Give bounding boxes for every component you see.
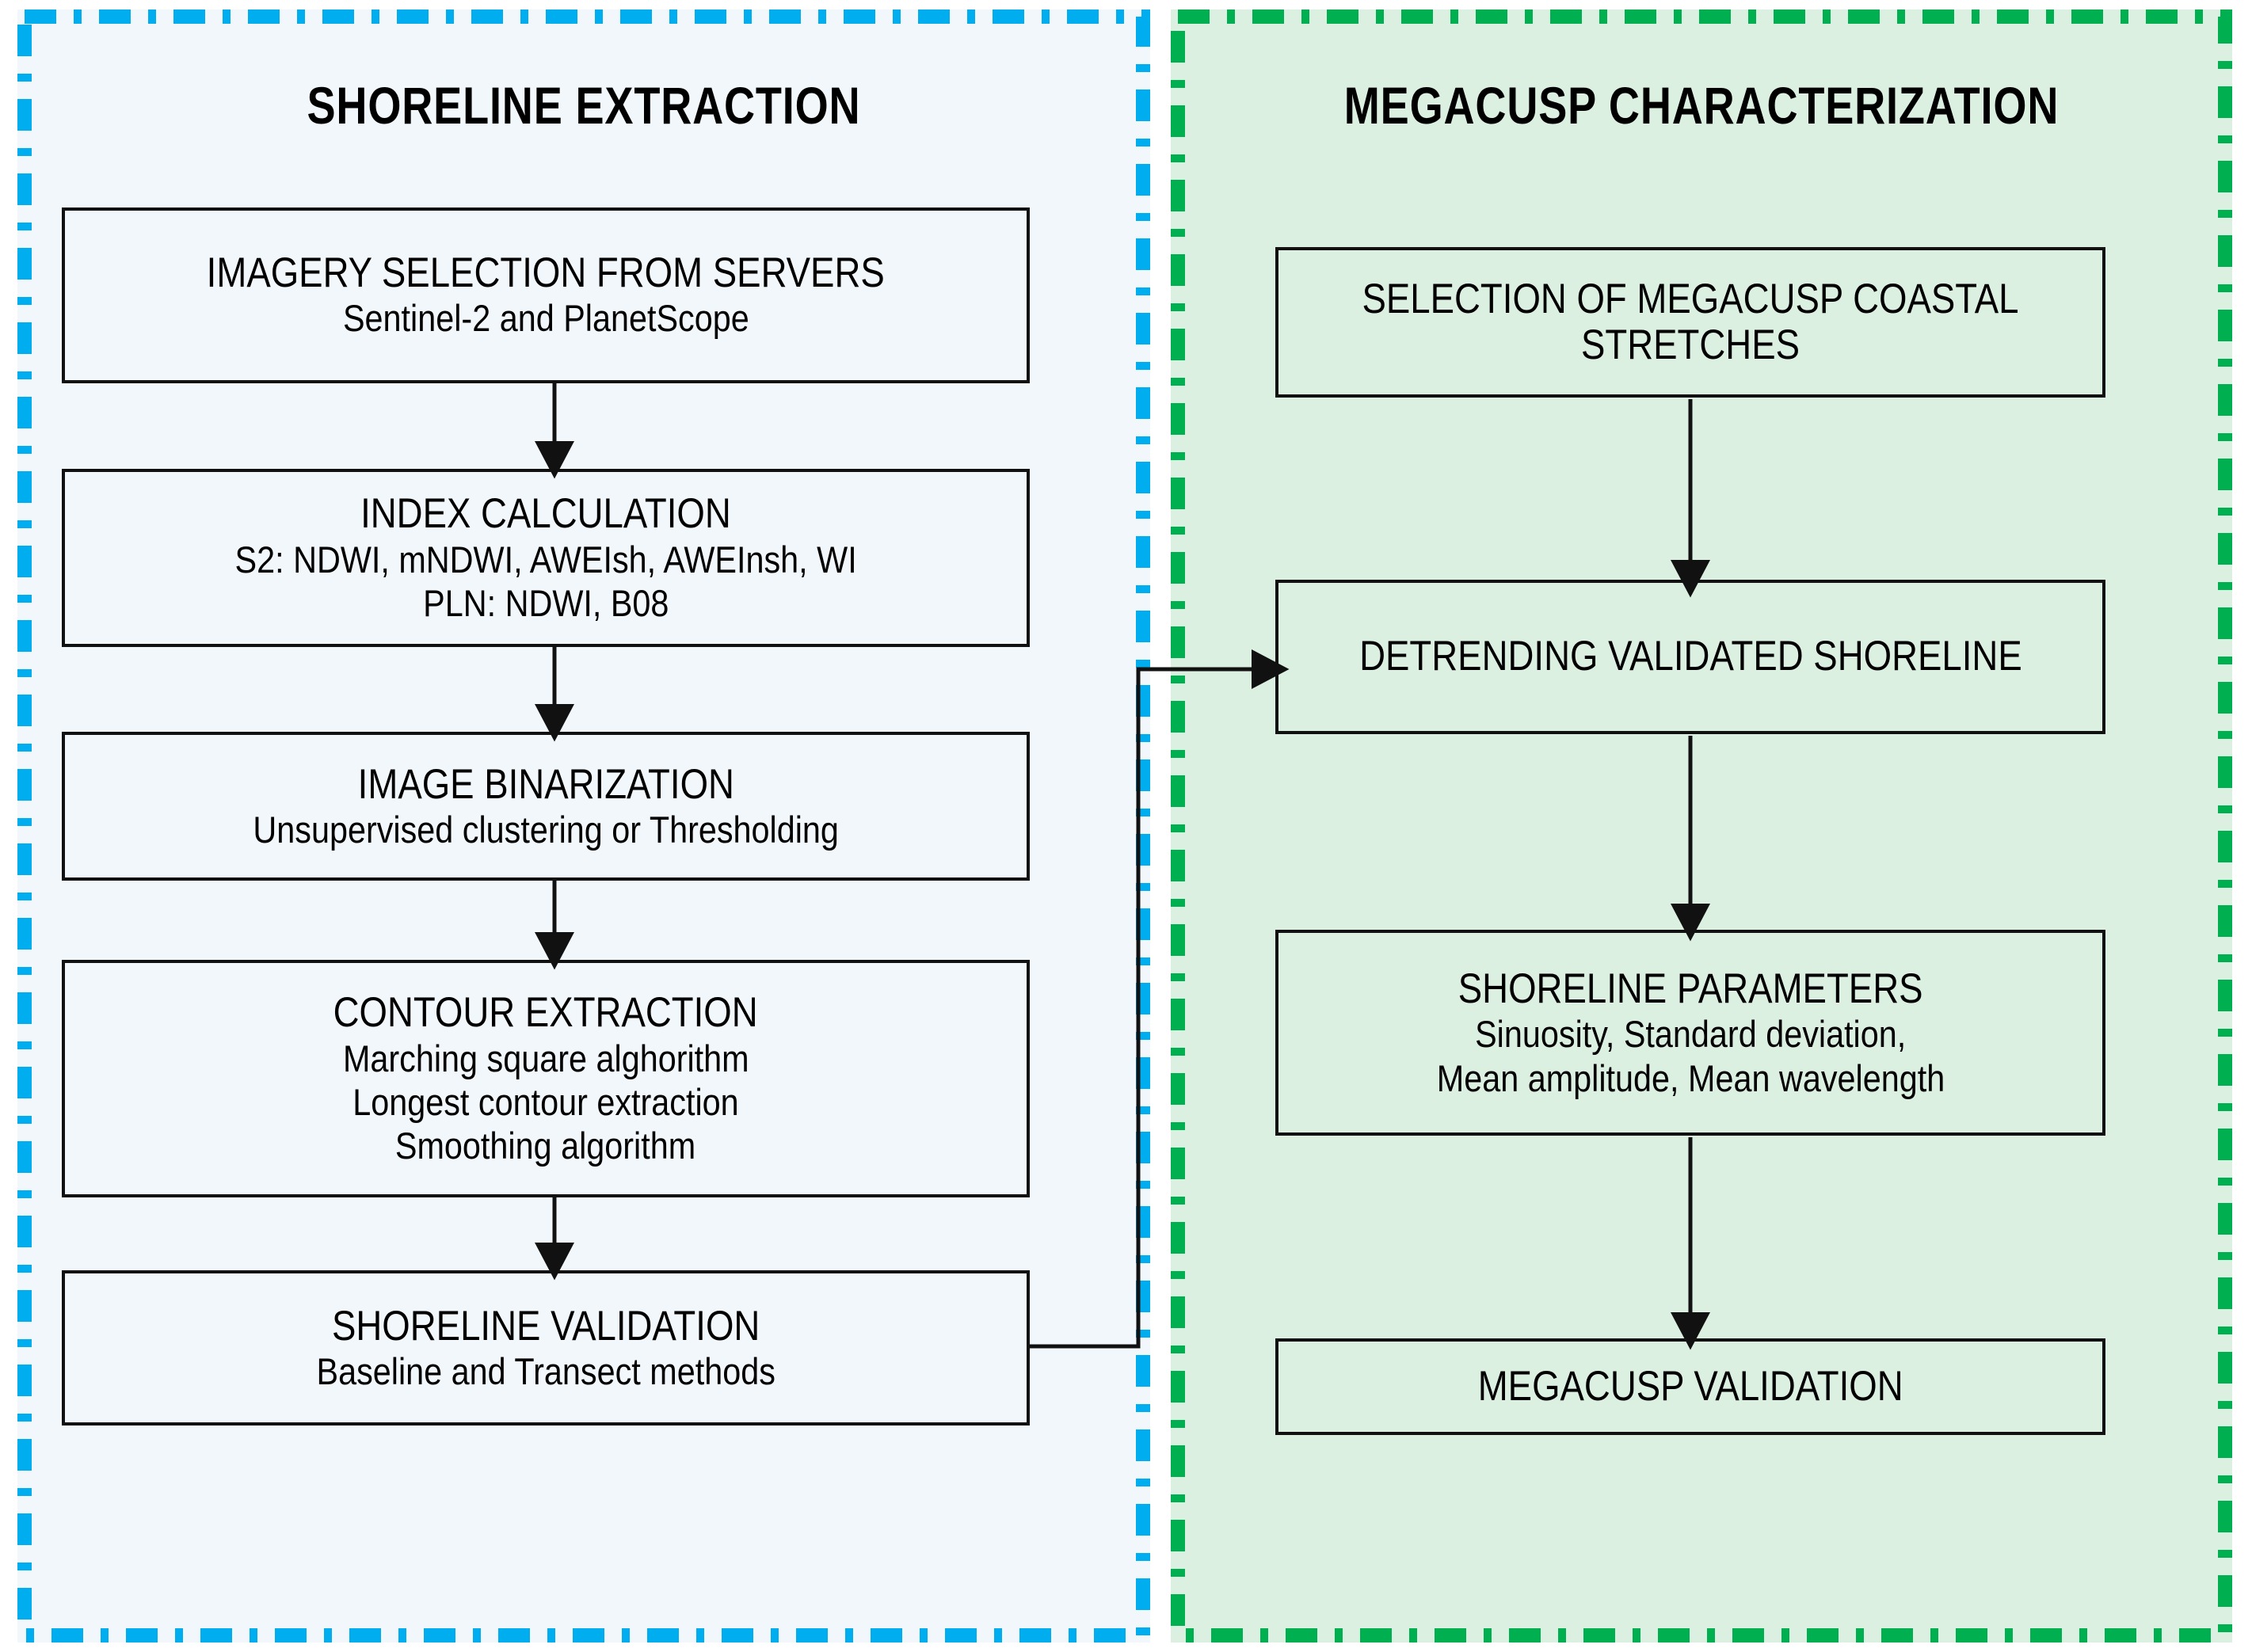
step-shoreline-parameters-subtitle-1: Sinuosity, Standard deviation, <box>1474 1013 1907 1056</box>
step-image-binarization-subtitle-1: Unsupervised clustering or Thresholding <box>253 808 839 851</box>
step-contour-extraction-title: CONTOUR EXTRACTION <box>333 989 759 1037</box>
step-image-binarization-title: IMAGE BINARIZATION <box>357 760 734 808</box>
step-shoreline-parameters[interactable]: SHORELINE PARAMETERS Sinuosity, Standard… <box>1275 930 2105 1136</box>
step-shoreline-parameters-title: SHORELINE PARAMETERS <box>1458 965 1923 1012</box>
step-megacusp-validation[interactable]: MEGACUSP VALIDATION <box>1275 1338 2105 1435</box>
step-index-calculation-subtitle-2: PLN: NDWI, B08 <box>422 582 669 625</box>
panel-shoreline-title: SHORELINE EXTRACTION <box>307 76 861 135</box>
step-contour-extraction-subtitle-1: Marching square alghorithm <box>342 1037 749 1079</box>
step-contour-extraction-subtitle-2: Longest contour extraction <box>352 1080 739 1123</box>
step-selection-of-megacusp-title: SELECTION OF MEGACUSP COASTAL STRETCHES <box>1362 275 2019 368</box>
step-imagery-selection[interactable]: IMAGERY SELECTION FROM SERVERS Sentinel-… <box>62 207 1030 383</box>
step-image-binarization[interactable]: IMAGE BINARIZATION Unsupervised clusteri… <box>62 732 1030 881</box>
panel-megacusp-characterization: MEGACUSP CHARACTERIZATION SELECTION OF M… <box>1171 10 2232 1642</box>
step-contour-extraction[interactable]: CONTOUR EXTRACTION Marching square algho… <box>62 960 1030 1197</box>
panel-megacusp-title: MEGACUSP CHARACTERIZATION <box>1343 76 2060 135</box>
panel-shoreline-extraction: SHORELINE EXTRACTION IMAGERY SELECTION F… <box>17 10 1150 1642</box>
step-imagery-selection-title: IMAGERY SELECTION FROM SERVERS <box>206 249 886 297</box>
step-imagery-selection-subtitle-1: Sentinel-2 and PlanetScope <box>342 297 749 340</box>
step-shoreline-parameters-subtitle-2: Mean amplitude, Mean wavelength <box>1436 1056 1945 1099</box>
step-shoreline-validation[interactable]: SHORELINE VALIDATION Baseline and Transe… <box>62 1270 1030 1426</box>
step-index-calculation-title: INDEX CALCULATION <box>360 490 731 538</box>
step-selection-of-megacusp[interactable]: SELECTION OF MEGACUSP COASTAL STRETCHES <box>1275 247 2105 398</box>
step-shoreline-validation-subtitle-1: Baseline and Transect methods <box>316 1349 775 1392</box>
step-index-calculation-subtitle-1: S2: NDWI, mNDWI, AWEIsh, AWEInsh, WI <box>234 538 857 580</box>
step-index-calculation[interactable]: INDEX CALCULATION S2: NDWI, mNDWI, AWEIs… <box>62 469 1030 647</box>
step-detrending-validated-shoreline-title: DETRENDING VALIDATED SHORELINE <box>1358 633 2022 680</box>
step-megacusp-validation-title: MEGACUSP VALIDATION <box>1477 1363 1903 1410</box>
step-detrending-validated-shoreline[interactable]: DETRENDING VALIDATED SHORELINE <box>1275 580 2105 734</box>
step-contour-extraction-subtitle-3: Smoothing algorithm <box>395 1125 696 1167</box>
step-shoreline-validation-title: SHORELINE VALIDATION <box>331 1302 760 1349</box>
